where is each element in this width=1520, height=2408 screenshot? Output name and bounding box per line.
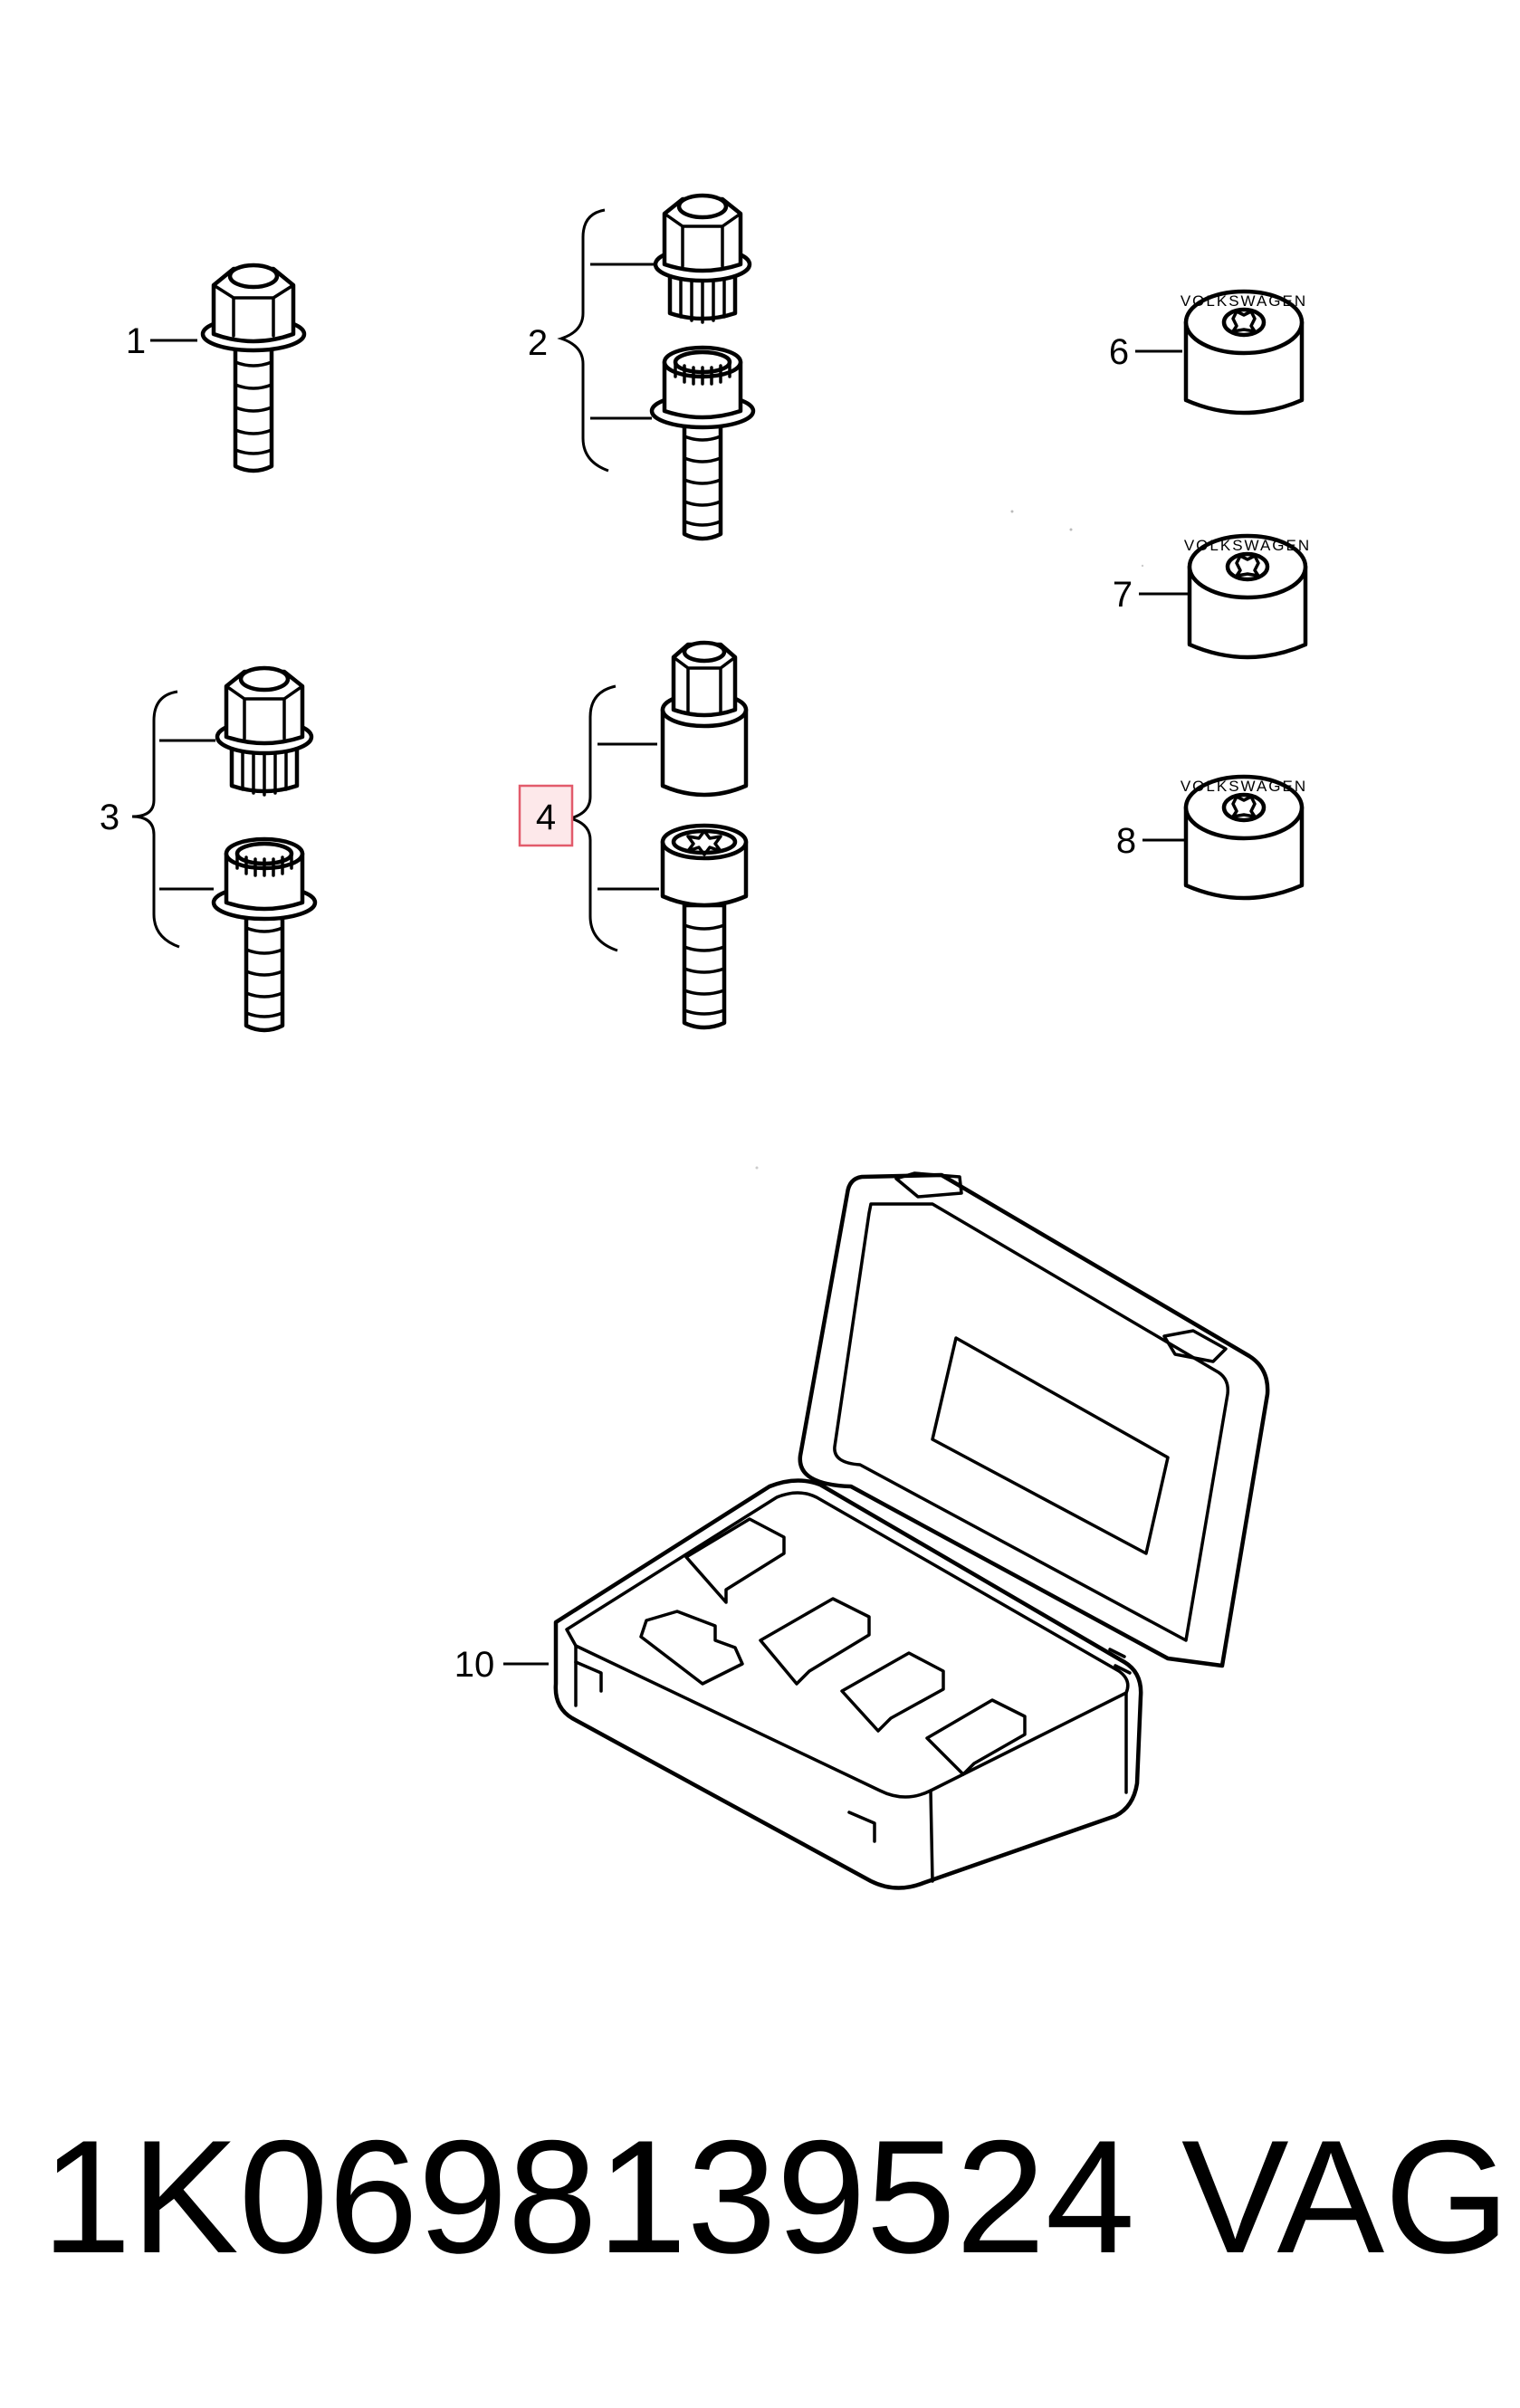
callout-3: 3	[100, 798, 119, 837]
cap-7-text: VOLKSWAGEN	[1184, 537, 1311, 554]
part-1-wheel-bolt	[203, 265, 304, 471]
callout-8: 8	[1116, 821, 1136, 861]
cap-6-text: VOLKSWAGEN	[1181, 292, 1307, 310]
part-4-star-lock-set	[663, 643, 746, 1027]
part-2-spline-adapter-set	[652, 196, 753, 539]
part-7-cap: VOLKSWAGEN	[1184, 536, 1311, 657]
part-3-spline-adapter-set	[214, 668, 315, 1030]
part-number: 1K0698139524	[42, 2107, 1135, 2287]
part-8-cap: VOLKSWAGEN	[1181, 777, 1307, 898]
cap-8-text: VOLKSWAGEN	[1181, 778, 1307, 795]
part-10-storage-case	[553, 1171, 1270, 1890]
callout-4-highlight	[518, 784, 574, 847]
callout-2: 2	[528, 323, 548, 363]
callout-4: 4	[536, 798, 556, 837]
callout-1: 1	[126, 321, 146, 361]
part-6-cap: VOLKSWAGEN	[1181, 291, 1307, 413]
callout-7: 7	[1113, 575, 1133, 615]
callout-10: 10	[454, 1645, 495, 1685]
callout-6: 6	[1109, 332, 1129, 372]
brand-name: VAG	[1181, 2107, 1510, 2287]
